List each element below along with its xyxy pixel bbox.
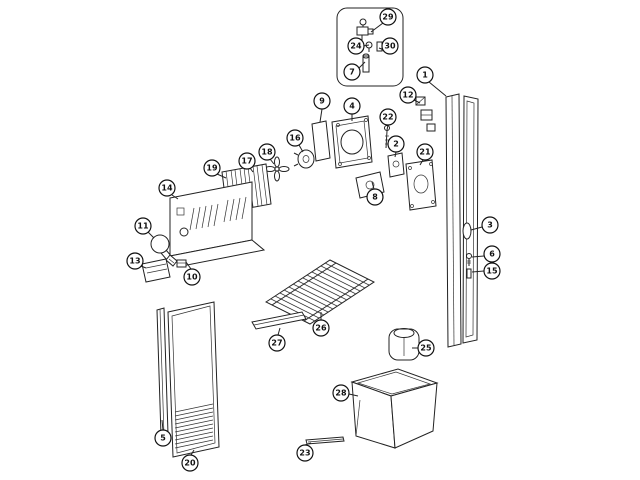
evaporator-cover-assembly [168,163,272,267]
callout-9: 9 [313,92,331,110]
fan-blade-icon [264,156,290,182]
svg-text:24: 24 [350,42,362,51]
leader-lines [140,22,485,456]
svg-text:11: 11 [137,222,149,231]
callout-10: 10 [183,268,201,286]
callout-29: 29 [379,8,397,26]
svg-text:12: 12 [402,91,413,100]
callout-17: 17 [238,152,256,170]
callout-23: 23 [296,444,314,462]
svg-text:17: 17 [241,157,252,166]
callout-7: 7 [343,63,361,81]
callout-27: 27 [268,334,286,352]
svg-text:14: 14 [161,184,173,193]
pin-icon [466,268,472,279]
svg-text:22: 22 [382,113,393,122]
screw-icon [466,253,472,266]
svg-text:26: 26 [315,324,327,333]
svg-text:10: 10 [186,273,198,282]
callout-2: 2 [387,135,405,153]
svg-text:13: 13 [129,257,140,266]
freezer-door [415,93,479,348]
clip-icon [176,259,187,268]
callout-3: 3 [481,216,499,234]
svg-text:7: 7 [349,68,355,77]
svg-text:15: 15 [486,267,498,276]
svg-text:29: 29 [382,13,394,22]
callout-11: 11 [134,217,152,235]
fan-assembly [251,115,390,182]
fitting-icon [365,41,373,52]
shelf-rail-icon [251,311,307,330]
callout-22: 22 [379,108,397,126]
evaporator-cover-icon [168,181,266,267]
wire-shelf [251,259,376,330]
svg-text:27: 27 [271,339,282,348]
lamp-socket-icon [141,258,171,283]
svg-text:30: 30 [384,42,396,51]
svg-text:1: 1 [422,71,428,80]
callout-19: 19 [203,159,221,177]
callout-13: 13 [126,252,144,270]
svg-text:16: 16 [289,134,301,143]
lamp-assembly [141,234,187,283]
svg-text:21: 21 [419,148,431,157]
svg-text:19: 19 [206,164,218,173]
callout-5: 5 [154,429,172,447]
callouts: 29 24 30 7 1 12 9 4 22 16 2 21 18 17 19 … [126,8,501,472]
svg-text:23: 23 [299,449,310,458]
callout-28: 28 [332,384,350,402]
callout-14: 14 [158,179,176,197]
control-bracket-icon [405,159,437,211]
svg-text:4: 4 [349,102,355,111]
trim-strip-icon [305,436,345,445]
svg-text:2: 2 [393,140,399,149]
svg-text:20: 20 [184,459,196,468]
bracket-icon [387,152,405,178]
svg-text:28: 28 [335,389,347,398]
callout-15: 15 [483,262,501,280]
callout-30: 30 [381,37,399,55]
svg-text:25: 25 [420,344,432,353]
ice-bucket-assembly [305,328,439,449]
side-panel-icon [167,301,220,458]
callout-21: 21 [416,143,434,161]
top-parts-box [336,7,404,87]
fan-shroud-icon [331,115,373,169]
ice-bucket-icon [350,368,439,449]
gasket-plate-icon [311,120,331,162]
callout-26: 26 [312,319,330,337]
ice-cup-icon [388,328,420,361]
panel-strip-icon [156,307,169,437]
callout-4: 4 [343,97,361,115]
svg-text:8: 8 [372,193,378,202]
callout-6: 6 [483,245,501,263]
svg-text:9: 9 [319,97,325,106]
callout-1: 1 [416,66,434,84]
callout-24: 24 [347,37,365,55]
light-bulb-icon [150,234,178,267]
coupler-icon [376,41,383,52]
door-clip-icon [415,96,436,132]
water-valve-icon [356,18,374,41]
door-handle-icon [462,222,472,240]
svg-text:5: 5 [160,434,166,443]
svg-text:3: 3 [487,221,493,230]
callout-8: 8 [366,188,384,206]
callout-12: 12 [399,86,417,104]
callout-18: 18 [258,143,276,161]
svg-text:6: 6 [489,250,495,259]
callout-16: 16 [286,129,304,147]
callout-20: 20 [181,454,199,472]
side-panel-assembly [156,301,220,458]
callout-25: 25 [417,339,435,357]
fan-motor-icon [293,149,315,169]
svg-text:18: 18 [261,148,273,157]
